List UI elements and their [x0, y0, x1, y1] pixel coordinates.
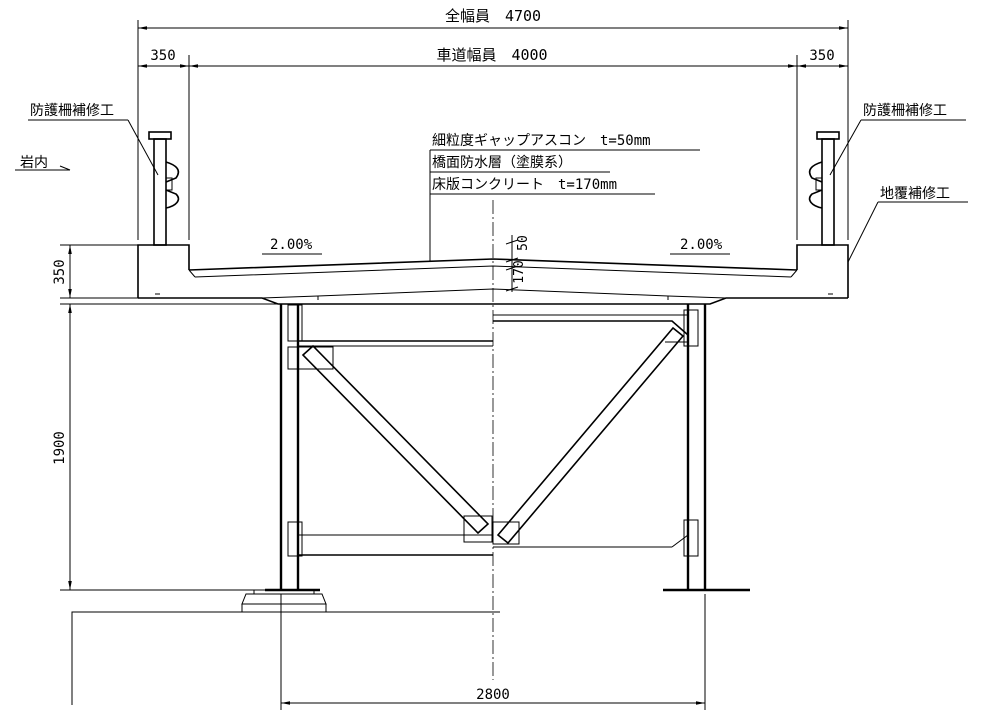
guardrail-right-label: 防護柵補修工: [863, 103, 947, 119]
slab-thickness-label: 170: [512, 260, 527, 283]
slope-left-label: 2.00%: [270, 237, 313, 253]
direction-callout: 岩内: [15, 155, 71, 171]
slab-thickness-dimension: 50 170: [505, 235, 531, 292]
curb-repair-callout: 地覆補修工: [847, 186, 968, 263]
guardrail-left-callout: 防護柵補修工: [28, 103, 159, 176]
slope-right-label: 2.00%: [680, 237, 723, 253]
layer-1-label: 細粒度ギャップアスコン t=50mm: [432, 133, 651, 149]
total-width-dimension: 全幅員 4700: [137, 7, 849, 240]
pavement-thickness-label: 50: [516, 235, 531, 251]
pavement-layer-note: 細粒度ギャップアスコン t=50mm 橋面防水層（塗膜系） 床版コンクリート t…: [429, 133, 700, 262]
abutment: [71, 611, 500, 705]
girder-height-dimension: 1900: [52, 303, 280, 591]
curb-repair-label: 地覆補修工: [880, 186, 950, 202]
right-edge-width-label: 350: [809, 48, 834, 64]
bearing-span-label: 2800: [476, 687, 510, 703]
guardrail-right-callout: 防護柵補修工: [829, 103, 966, 176]
bearing: [230, 589, 340, 613]
roadway-width-label: 車道幅員 4000: [436, 46, 547, 64]
layer-3-label: 床版コンクリート t=170mm: [432, 177, 617, 193]
total-width-label: 全幅員 4700: [445, 7, 541, 25]
bearing-span-dimension: 2800: [280, 594, 706, 710]
cross-frame-right: [492, 309, 699, 557]
cross-frame-left: [287, 304, 493, 557]
left-edge-width-label: 350: [150, 48, 175, 64]
roadway-width-dimension: 車道幅員 4000 350 350: [138, 46, 848, 240]
slope-left: 2.00%: [262, 237, 322, 255]
right-girder: [663, 304, 750, 592]
girder-height-label: 1900: [52, 431, 68, 465]
slab-height-dimension: 350: [52, 244, 138, 299]
guardrail-left: [148, 131, 180, 246]
layer-2-label: 橋面防水層（塗膜系）: [432, 154, 572, 171]
guardrail-left-label: 防護柵補修工: [30, 103, 114, 119]
direction-label: 岩内: [20, 155, 48, 171]
deck-slab: [137, 244, 849, 305]
slab-height-label: 350: [52, 259, 68, 284]
slope-right: 2.00%: [670, 237, 730, 255]
guardrail-right: [808, 131, 840, 246]
